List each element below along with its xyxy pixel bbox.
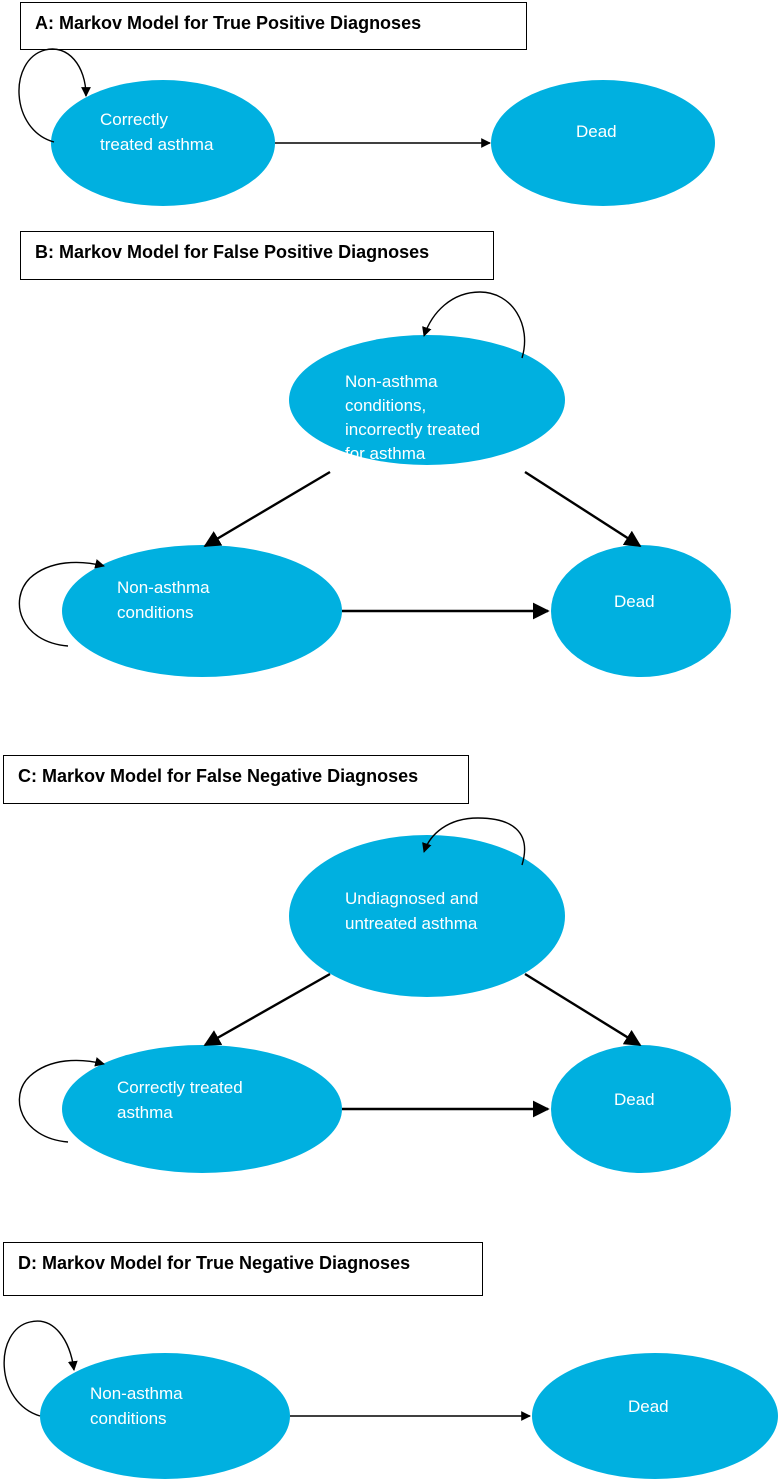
node-d-non-asthma-conditions [40, 1353, 290, 1479]
loop-arrow-b1 [422, 291, 526, 359]
panel-c-title: C: Markov Model for False Negative Diagn… [3, 755, 469, 804]
panel-d-title: D: Markov Model for True Negative Diagno… [3, 1242, 483, 1296]
node-b-dead [551, 545, 731, 677]
node-c3-label: Dead [614, 1090, 655, 1109]
edge-b1-to-b2 [203, 470, 331, 548]
node-d-dead [532, 1353, 778, 1479]
node-b3-label: Dead [614, 592, 655, 611]
node-a-dead [491, 80, 715, 206]
node-c-correctly-treated-asthma [62, 1045, 342, 1173]
loop-arrow-b2 [18, 559, 105, 647]
node-d2-label: Dead [628, 1397, 669, 1416]
node-c-undiagnosed-untreated-asthma [289, 835, 565, 997]
node-c-dead [551, 1045, 731, 1173]
loop-arrow-a1 [18, 48, 91, 143]
panel-b-title: B: Markov Model for False Positive Diagn… [20, 231, 494, 280]
node-b-non-asthma-incorrectly-treated [289, 335, 565, 465]
node-a-correctly-treated-asthma [51, 80, 275, 206]
edge-b1-to-b3 [524, 470, 642, 548]
loop-arrow-c2 [18, 1057, 105, 1143]
edge-c1-to-c2 [203, 972, 331, 1047]
loop-arrow-d1 [3, 1320, 78, 1417]
edge-c1-to-c3 [524, 972, 642, 1047]
loop-arrow-c1 [422, 817, 526, 866]
node-b-non-asthma-conditions [62, 545, 342, 677]
panel-a-title: A: Markov Model for True Positive Diagno… [20, 2, 527, 50]
node-a2-label: Dead [576, 122, 617, 141]
